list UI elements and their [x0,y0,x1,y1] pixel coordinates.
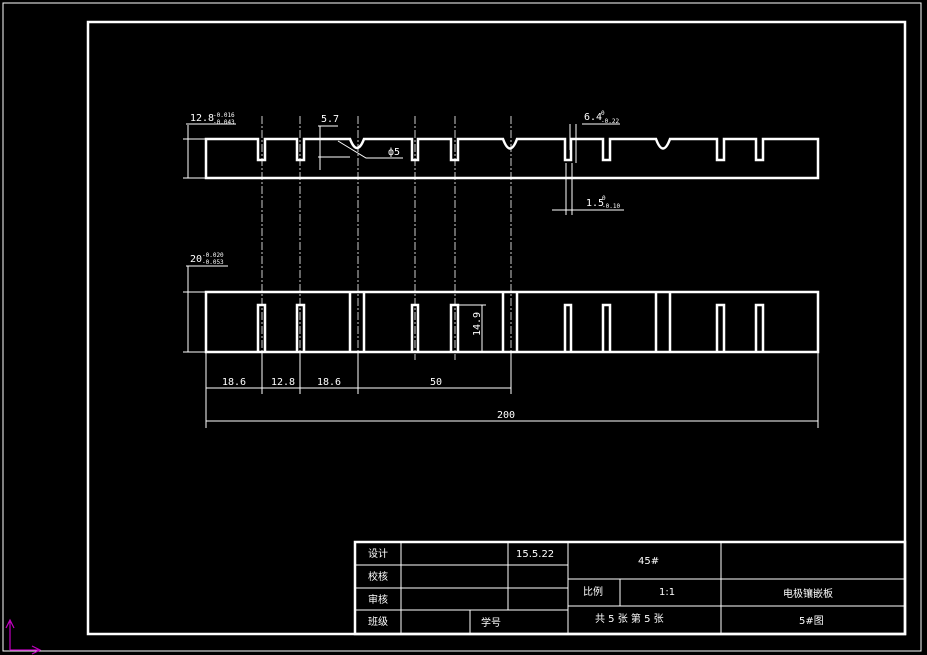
tb-scale-value: 1:1 [659,587,675,598]
dim-top-height: 12.8 [190,113,214,124]
tb-part-name: 电极镶嵌板 [783,587,833,600]
ucs-icon [5,618,42,655]
dim-slot-gap-lower: -0.10 [602,203,620,210]
dim-slot-gap-upper: 0 [602,195,606,202]
top-view [183,123,820,215]
dim-slot-gap: 1.5 [586,198,604,209]
tb-design: 设计 [368,547,388,560]
dim-top-height-upper: -0.016 [213,112,235,119]
tb-review: 审核 [368,593,388,606]
front-view [183,265,820,428]
tb-check: 校核 [368,570,388,583]
dim-14.9-lines [458,304,486,352]
tb-class: 班级 [368,616,388,628]
dim-6.4-lines [569,123,620,163]
dim-span-3: 18.6 [317,377,341,388]
tb-drawing-no: 5#图 [799,615,824,627]
dim-slot-depth: 14.9 [472,312,483,336]
dim-span-2: 12.8 [271,377,295,388]
top-view-outline [204,137,820,180]
dim-slot-offset: 5.7 [321,114,339,125]
centerlines [261,116,512,394]
tb-scale-label: 比例 [583,585,603,598]
tb-material: 45# [638,556,659,567]
dim-front-height-upper: -0.020 [202,252,224,259]
dim-20-lines [183,265,228,353]
dimension-labels: 12.8 -0.016 -0.043 5.7 ф5 6.4 0 -0.22 1.… [190,110,620,421]
dim-12.8-lines [183,123,236,179]
dim-top-height-lower: -0.043 [213,119,235,126]
hole-leader [337,140,403,159]
dim-5.7-lines [318,125,350,170]
dim-front-height-lower: -0.053 [202,259,224,266]
dim-hole-diameter: ф5 [388,146,400,158]
dim-slot-width-upper: 0 [601,110,605,117]
front-view-outline [204,290,820,354]
tb-sheets: 共 5 张 第 5 张 [595,612,664,625]
dim-front-height: 20 [190,254,202,265]
tb-date: 15.5.22 [516,549,554,560]
tb-student-no: 学号 [481,616,501,629]
front-view-slots [256,303,765,352]
dim-1.5-lines [552,163,624,215]
dim-total-length: 200 [497,410,515,421]
dim-slot-width: 6.4 [584,112,602,123]
front-view-partitions [348,292,672,352]
title-block: 设计 校核 审核 班级 学号 15.5.22 45# 比例 1:1 共 5 张 … [353,540,907,636]
dim-span-1: 18.6 [222,377,246,388]
dim-slot-width-lower: -0.22 [601,118,619,125]
title-block-grid [355,542,905,634]
dim-span-4: 50 [430,377,442,388]
